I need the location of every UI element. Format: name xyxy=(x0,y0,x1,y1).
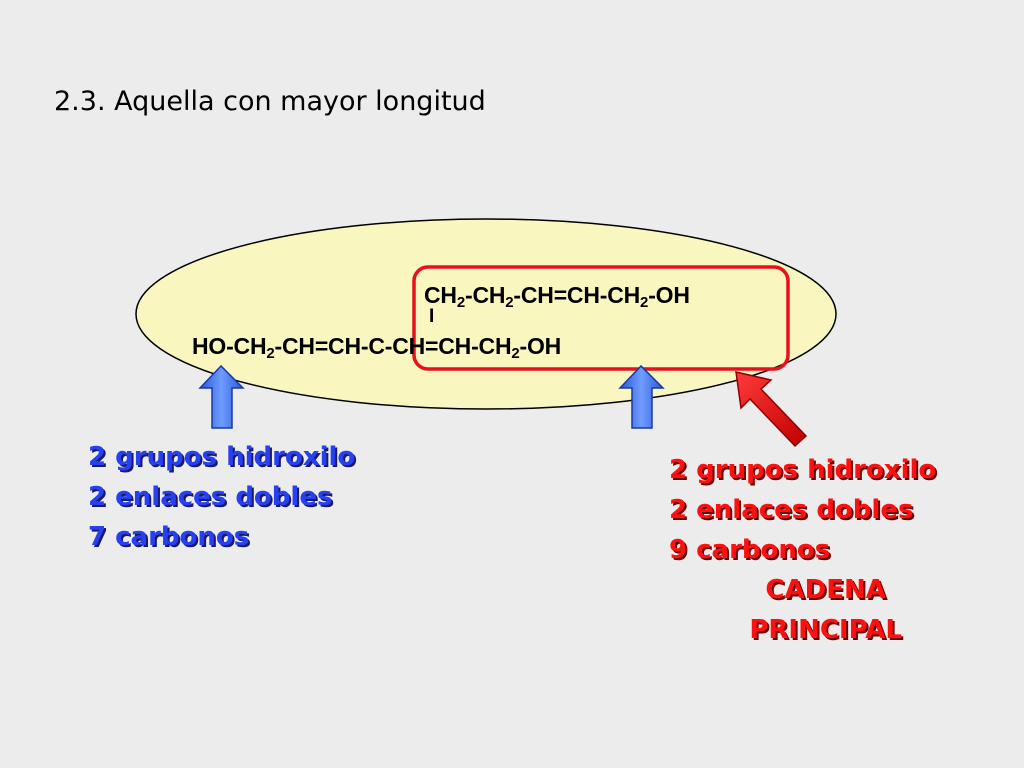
formula-part: -CH xyxy=(464,282,506,308)
formula-part: -OH xyxy=(519,333,562,359)
main-chain-formula: HO-CH2-CH=CH-C-CH=CH-CH2-OH xyxy=(192,333,562,362)
main-chain-highlight-box xyxy=(412,265,790,371)
formula-part: HO-CH xyxy=(192,333,267,359)
right-info-line: 2 enlaces dobles xyxy=(669,495,914,525)
right-info-line: CADENA xyxy=(765,575,886,605)
formula-part: -CH=CH-CH xyxy=(513,282,641,308)
formula-subscript: 2 xyxy=(511,345,520,362)
left-info-line: 2 enlaces dobles xyxy=(88,482,333,512)
blue-arrow-left-icon xyxy=(198,364,245,429)
right-info-line: 2 grupos hidroxilo xyxy=(669,455,937,485)
formula-subscript: 2 xyxy=(456,294,465,311)
formula-subscript: 2 xyxy=(505,294,514,311)
blue-arrow-right-icon xyxy=(618,364,665,429)
formula-subscript: 2 xyxy=(266,345,275,362)
left-info-line: 2 grupos hidroxilo xyxy=(88,442,356,472)
right-info-line: PRINCIPAL xyxy=(749,615,902,645)
left-info-line: 7 carbonos xyxy=(88,522,250,552)
right-info-line: 9 carbonos xyxy=(669,535,831,565)
molecule-ellipse xyxy=(135,218,837,410)
left-chain-info: 2 grupos hidroxilo 2 enlaces dobles 7 ca… xyxy=(88,437,355,557)
formula-subscript: 2 xyxy=(640,294,649,311)
slide-title: 2.3. Aquella con mayor longitud xyxy=(54,86,486,117)
right-chain-info: 2 grupos hidroxilo 2 enlaces dobles 9 ca… xyxy=(669,450,936,650)
top-chain-formula: CH2-CH2-CH=CH-CH2-OH xyxy=(424,282,690,311)
formula-part: -OH xyxy=(648,282,690,308)
vertical-bond: I xyxy=(429,306,435,327)
formula-part: CH xyxy=(424,282,457,308)
formula-part: -CH=CH-C-CH=CH-CH xyxy=(274,333,512,359)
red-arrow-icon xyxy=(735,371,808,448)
